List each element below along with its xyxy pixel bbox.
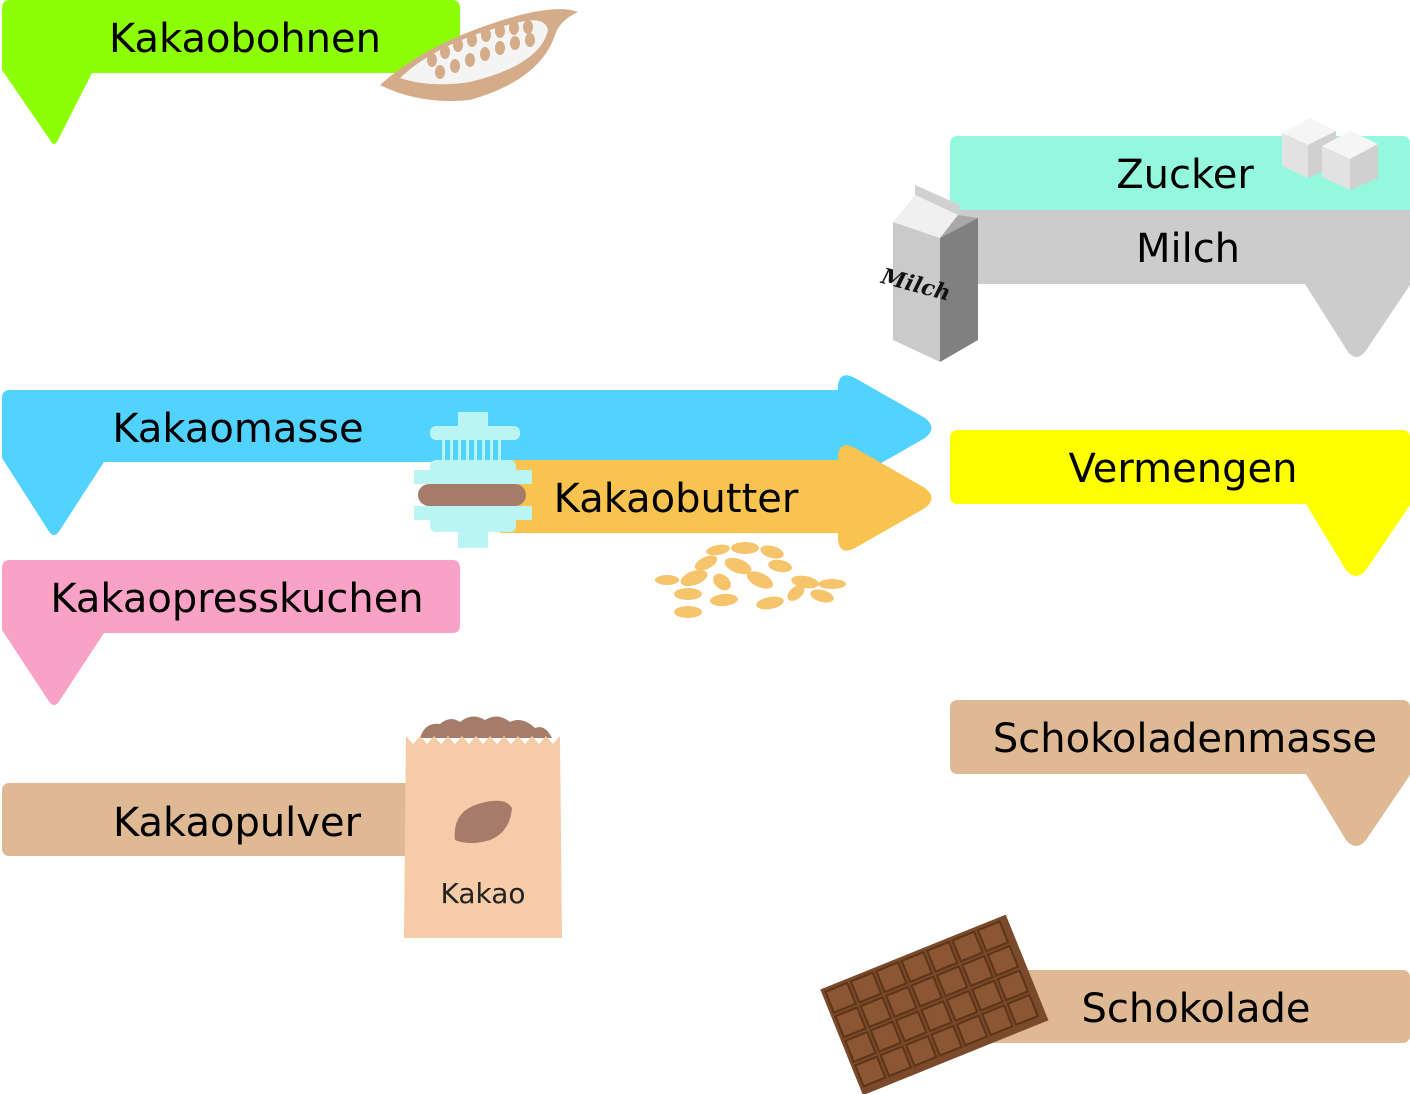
cocoa-pod-icon — [380, 9, 578, 102]
chocolate-piece — [945, 989, 979, 1022]
cocoa-bag-icon: Kakao — [404, 716, 562, 938]
vermengen-banner — [950, 430, 1410, 576]
butter-pieces-icon — [655, 542, 846, 618]
step-kakaopulver: Kakaopulver — [2, 783, 422, 856]
chocolate-piece — [996, 969, 1030, 1002]
step-milch: Milch — [950, 205, 1410, 357]
press-icon — [414, 412, 532, 548]
chocolate-piece — [859, 995, 893, 1029]
schokolade-banner — [960, 970, 1410, 1043]
chocolate-piece — [824, 981, 857, 1014]
chocolate-piece — [961, 954, 994, 988]
milch-label: Milch — [1136, 226, 1240, 272]
step-zucker: Zucker — [950, 118, 1410, 210]
kakaopresskuchen-banner — [2, 560, 460, 705]
chocolate-piece — [981, 1004, 1014, 1037]
chocolate-piece — [910, 975, 944, 1008]
chocolate-piece — [904, 1034, 938, 1068]
kakaobohnen-label: Kakaobohnen — [109, 16, 381, 62]
chocolate-piece — [869, 1020, 903, 1053]
chocolate-piece — [955, 1014, 989, 1047]
step-kakaobohnen: Kakaobohnen — [2, 0, 578, 144]
chocolate-piece — [894, 1010, 928, 1043]
schokoladenmasse-label: Schokoladenmasse — [993, 716, 1377, 762]
step-vermengen: Vermengen — [950, 430, 1410, 576]
kakaopresskuchen-label: Kakaopresskuchen — [50, 576, 423, 622]
step-kakaobutter: Kakaobutter — [500, 445, 932, 551]
chocolate-piece — [976, 920, 1010, 953]
kakaopulver-label: Kakaopulver — [113, 800, 362, 846]
chocolate-piece — [920, 1000, 954, 1033]
kakaomasse-label: Kakaomasse — [112, 406, 363, 452]
chocolate-piece — [853, 1055, 887, 1088]
kakaobohnen-banner — [2, 0, 460, 144]
chocolate-piece — [930, 1024, 963, 1057]
chocolate-piece — [844, 1030, 877, 1064]
schokolade-label: Schokolade — [1081, 986, 1310, 1032]
chocolate-piece — [971, 979, 1004, 1012]
chocolate-piece — [935, 965, 969, 998]
chocolate-piece — [875, 961, 908, 994]
kakaobutter-arrow — [500, 445, 932, 551]
chocolate-piece — [900, 950, 934, 984]
schokoladenmasse-banner — [950, 700, 1410, 846]
chocolate-piece — [986, 944, 1020, 977]
chocolate-piece — [925, 940, 959, 973]
chocolate-piece — [1006, 993, 1040, 1027]
chocolate-piece — [834, 1006, 867, 1039]
chocolate-piece — [879, 1045, 913, 1078]
chocolate-piece — [849, 971, 883, 1004]
step-schokoladenmasse: Schokoladenmasse — [950, 700, 1410, 846]
sugar-cubes-icon — [1282, 118, 1378, 190]
zucker-label: Zucker — [1116, 152, 1254, 198]
vermengen-label: Vermengen — [1069, 446, 1298, 492]
step-schokolade: Schokolade — [960, 970, 1410, 1043]
chocolate-piece — [951, 930, 984, 963]
kakaobutter-label: Kakaobutter — [554, 476, 799, 522]
step-kakaopresskuchen: Kakaopresskuchen — [2, 560, 460, 705]
milch-banner — [950, 205, 1410, 357]
chocolate-bar-icon — [820, 914, 1049, 1094]
kakaopulver-banner — [2, 783, 422, 856]
cocoa-bag-text: Kakao — [440, 877, 525, 910]
chocolate-piece — [884, 985, 918, 1018]
